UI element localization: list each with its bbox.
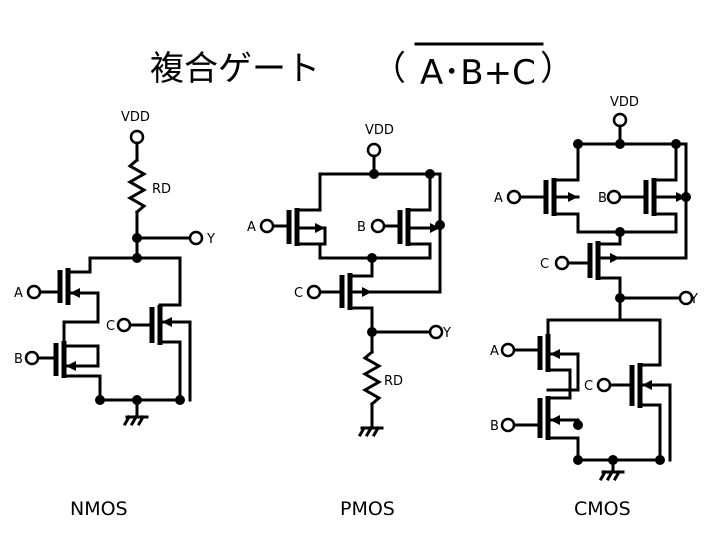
pmos-rd-label: RD bbox=[384, 374, 403, 389]
pmos-output-terminal bbox=[428, 324, 444, 340]
cmos-a-bot-label: A bbox=[490, 344, 499, 359]
slide-title: 複合ゲート （ A･B+C ） bbox=[150, 42, 574, 93]
cmos-vdd-label: VDD bbox=[610, 95, 639, 110]
pmos-c-label: C bbox=[294, 286, 303, 301]
cmos-a-top-label: A bbox=[494, 191, 503, 206]
nmos-circuit: VDD RD Y A B C bbox=[14, 110, 215, 520]
pmos-vdd-terminal bbox=[366, 142, 382, 158]
cmos-c-top-terminal bbox=[554, 255, 570, 271]
pmos-caption: PMOS bbox=[340, 498, 395, 520]
title-paren-close: ） bbox=[540, 49, 574, 89]
cmos-c-top-label: C bbox=[540, 257, 549, 272]
nmos-vdd-label: VDD bbox=[121, 110, 150, 125]
cmos-a-top-terminal bbox=[506, 189, 522, 205]
cmos-b-top-label: B bbox=[598, 191, 607, 206]
title-text: 複合ゲート bbox=[150, 49, 320, 89]
pmos-circuit: VDD A B bbox=[247, 123, 451, 520]
nmos-resistor bbox=[126, 157, 148, 215]
nmos-c-label: C bbox=[106, 319, 115, 334]
pmos-b-terminal bbox=[370, 218, 386, 234]
nmos-out-label: Y bbox=[206, 232, 215, 247]
pmos-a-terminal bbox=[259, 218, 275, 234]
pmos-resistor bbox=[361, 349, 383, 407]
nmos-b-terminal bbox=[24, 350, 40, 366]
title-formula: A･B+C bbox=[420, 53, 536, 93]
cmos-vdd-terminal bbox=[612, 112, 628, 128]
pmos-vdd-label: VDD bbox=[365, 123, 394, 138]
cmos-c-bot-terminal bbox=[596, 377, 612, 393]
cmos-c-bot-label: C bbox=[584, 379, 593, 394]
cmos-out-label: Y bbox=[689, 292, 698, 307]
cmos-a-bot-terminal bbox=[500, 342, 516, 358]
pmos-c-terminal bbox=[306, 284, 322, 300]
cmos-circuit: VDD A B bbox=[490, 95, 698, 520]
title-paren-open: （ bbox=[372, 49, 406, 89]
nmos-a-label: A bbox=[14, 286, 23, 301]
cmos-b-top-terminal bbox=[606, 189, 622, 205]
cmos-output-terminal bbox=[678, 290, 694, 306]
nmos-output-terminal bbox=[188, 230, 204, 246]
pmos-a-label: A bbox=[247, 220, 256, 235]
nmos-caption: NMOS bbox=[70, 498, 128, 520]
pmos-b-label: B bbox=[357, 220, 366, 235]
nmos-a-terminal bbox=[26, 284, 42, 300]
nmos-rd-label: RD bbox=[152, 182, 171, 197]
cmos-b-bot-label: B bbox=[490, 419, 499, 434]
nmos-c-terminal bbox=[116, 317, 132, 333]
nmos-vdd-terminal bbox=[129, 129, 145, 145]
nmos-b-label: B bbox=[14, 352, 23, 367]
cmos-caption: CMOS bbox=[574, 498, 631, 520]
cmos-b-bot-terminal bbox=[500, 417, 516, 433]
pmos-out-label: Y bbox=[442, 326, 451, 341]
